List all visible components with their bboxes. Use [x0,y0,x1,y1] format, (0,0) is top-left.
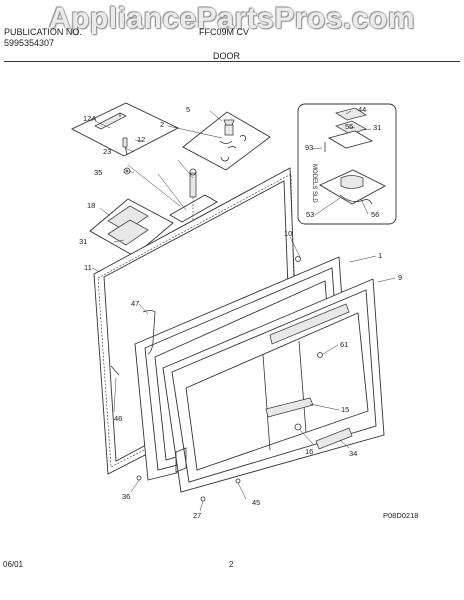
callout-56: 56 [371,210,379,219]
callout-55: 55 [345,122,353,131]
callout-10: 10 [284,229,292,238]
watermark: AppliancePartsPros.com [48,2,416,35]
callout-44: 44 [358,105,366,114]
inset-label: MODELS SLD [311,164,317,203]
publication-label: PUBLICATION NO. [4,27,82,37]
callout-34: 34 [349,449,357,458]
callout-18: 18 [87,201,95,210]
callout-46: 46 [114,414,122,423]
callout-12: 12 [137,135,145,144]
handle-inset-right: MODELS SLD [297,103,397,225]
callout-61: 61 [340,340,348,349]
figure-code: P08D0218 [383,511,418,520]
callout-23: 23 [103,147,111,156]
leader-lines [91,110,396,512]
callout-36: 36 [122,492,130,501]
callout-45: 45 [252,498,260,507]
section-title: DOOR [213,51,240,61]
callout-31-inset: 31 [373,123,381,132]
callout-16: 16 [305,447,313,456]
callout-93: 93 [305,143,313,152]
header-rule [4,61,460,62]
hinge-inset-upper [70,102,180,175]
callout-31: 31 [79,237,87,246]
callout-47: 47 [131,299,139,308]
footer-date: 06/01 [3,560,24,569]
callout-11: 11 [84,263,92,272]
callout-12a: 12A [83,114,96,123]
callout-labels: 12A 5 2 44 12 23 55 31 93 35 53 56 18 10… [79,105,418,520]
callout-15: 15 [341,405,349,414]
callout-2: 2 [160,120,164,129]
callout-27: 27 [193,511,201,520]
model-number: FFC09M CV [199,27,250,37]
publication-number: 5995354307 [4,38,55,48]
hinge-inset-center [182,111,271,171]
footer-page-number: 2 [229,560,234,569]
callout-1: 1 [378,251,382,260]
callout-5: 5 [186,105,190,114]
door-handle [265,397,353,450]
callout-9: 9 [398,273,402,282]
callout-53: 53 [306,210,314,219]
hinge-inset-lower [89,198,174,257]
callout-35: 35 [94,168,102,177]
